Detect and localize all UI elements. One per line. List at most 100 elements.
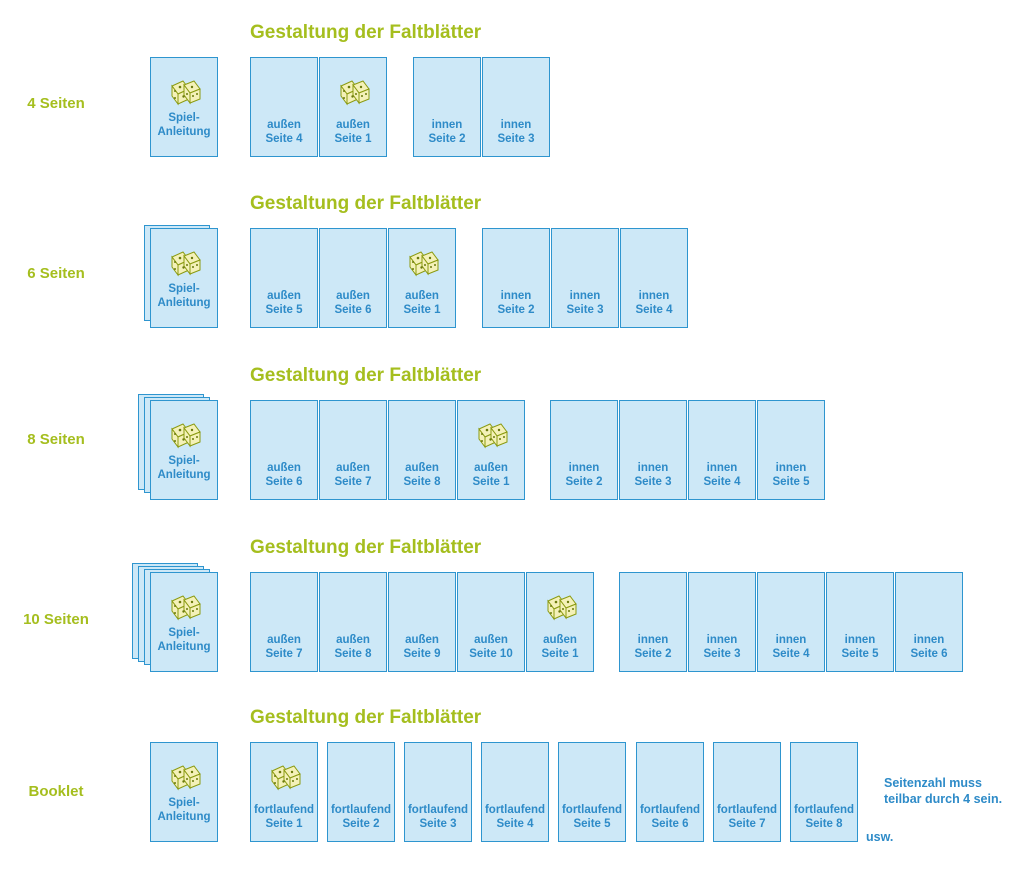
dice-icon xyxy=(269,761,301,791)
panel-page: Seite 3 xyxy=(634,476,672,488)
panel-side: fortlaufend xyxy=(484,804,546,816)
panel-side: außen xyxy=(405,290,439,302)
panel-side: innen xyxy=(913,634,945,646)
cover-title-line-1: Spiel- xyxy=(168,112,200,124)
cover-title: Spiel-Anleitung xyxy=(151,111,217,139)
cover-title-line-1: Spiel- xyxy=(168,797,200,809)
page-count-label: Booklet xyxy=(28,783,84,800)
dice-icon xyxy=(407,247,439,277)
dice-icon xyxy=(545,591,577,621)
panel-page: Seite 3 xyxy=(703,648,741,660)
dice-icon xyxy=(338,76,370,106)
panel-side: innen xyxy=(706,462,738,474)
panel-page: Seite 6 xyxy=(910,648,948,660)
panel-side: außen xyxy=(474,462,508,474)
cover-title-line-1: Spiel- xyxy=(168,627,200,639)
panel-side: innen xyxy=(775,634,807,646)
usw-label: usw. xyxy=(866,830,894,844)
panel-side: fortlaufend xyxy=(561,804,623,816)
panel-side: innen xyxy=(637,462,669,474)
panel-page: Seite 1 xyxy=(265,818,303,830)
cover-title-line-2: Anleitung xyxy=(157,641,211,653)
page-count-note: Seitenzahl muss teilbar durch 4 sein. xyxy=(884,775,1002,807)
panel-page: Seite 5 xyxy=(841,648,879,660)
dice-icon xyxy=(476,419,508,449)
panel-page: Seite 7 xyxy=(265,648,303,660)
section-heading: Gestaltung der Faltblätter xyxy=(250,707,482,728)
section-heading: Gestaltung der Faltblätter xyxy=(250,193,482,214)
panel-side: fortlaufend xyxy=(639,804,701,816)
panel-page: Seite 8 xyxy=(334,648,372,660)
panel-side: außen xyxy=(336,119,370,131)
note-line-2: teilbar durch 4 sein. xyxy=(884,792,1003,806)
booklet-cover-icon: Spiel- Anleitung xyxy=(118,563,228,689)
panel-side: innen xyxy=(638,290,670,302)
panel-side: innen xyxy=(775,462,807,474)
cover-page: Spiel-Anleitung xyxy=(150,742,218,842)
dice-icon xyxy=(169,247,201,277)
panel-page: Seite 3 xyxy=(566,304,604,316)
panel-side: außen xyxy=(405,462,439,474)
panel-page: Seite 8 xyxy=(805,818,843,830)
panel-side: außen xyxy=(543,634,577,646)
panel-side: innen xyxy=(844,634,876,646)
booklet-cover-icon: Spiel-Anleitung xyxy=(118,49,228,174)
cover-page: Spiel- Anleitung xyxy=(150,572,218,672)
panel-side: außen xyxy=(336,634,370,646)
panel-page: Seite 2 xyxy=(428,133,466,145)
booklet-cover-icon: Spiel-Anleitung xyxy=(118,220,228,345)
panel-side: innen xyxy=(569,290,601,302)
panel-page: Seite 9 xyxy=(403,648,441,660)
cover-title-line-1: Spiel- xyxy=(168,283,200,295)
panel-page: Seite 5 xyxy=(573,818,611,830)
panel-page: Seite 4 xyxy=(496,818,534,830)
panel-page: Seite 2 xyxy=(565,476,603,488)
panel-page: Seite 6 xyxy=(651,818,689,830)
panel-page: Seite 4 xyxy=(772,648,810,660)
panel-side: innen xyxy=(568,462,600,474)
cover-title: Spiel-Anleitung xyxy=(151,282,217,310)
panel-page: Seite 3 xyxy=(419,818,457,830)
booklet-cover-icon: Spiel-Anleitung xyxy=(118,392,228,517)
panel-side: fortlaufend xyxy=(716,804,778,816)
section-heading: Gestaltung der Faltblätter xyxy=(250,365,482,386)
panel-side: fortlaufend xyxy=(407,804,469,816)
panel-page: Seite 1 xyxy=(472,476,510,488)
panel-page: Seite 6 xyxy=(334,304,372,316)
section-heading: Gestaltung der Faltblätter xyxy=(250,537,482,558)
panel-page: Seite 10 xyxy=(469,648,513,660)
panel-side: fortlaufend xyxy=(330,804,392,816)
